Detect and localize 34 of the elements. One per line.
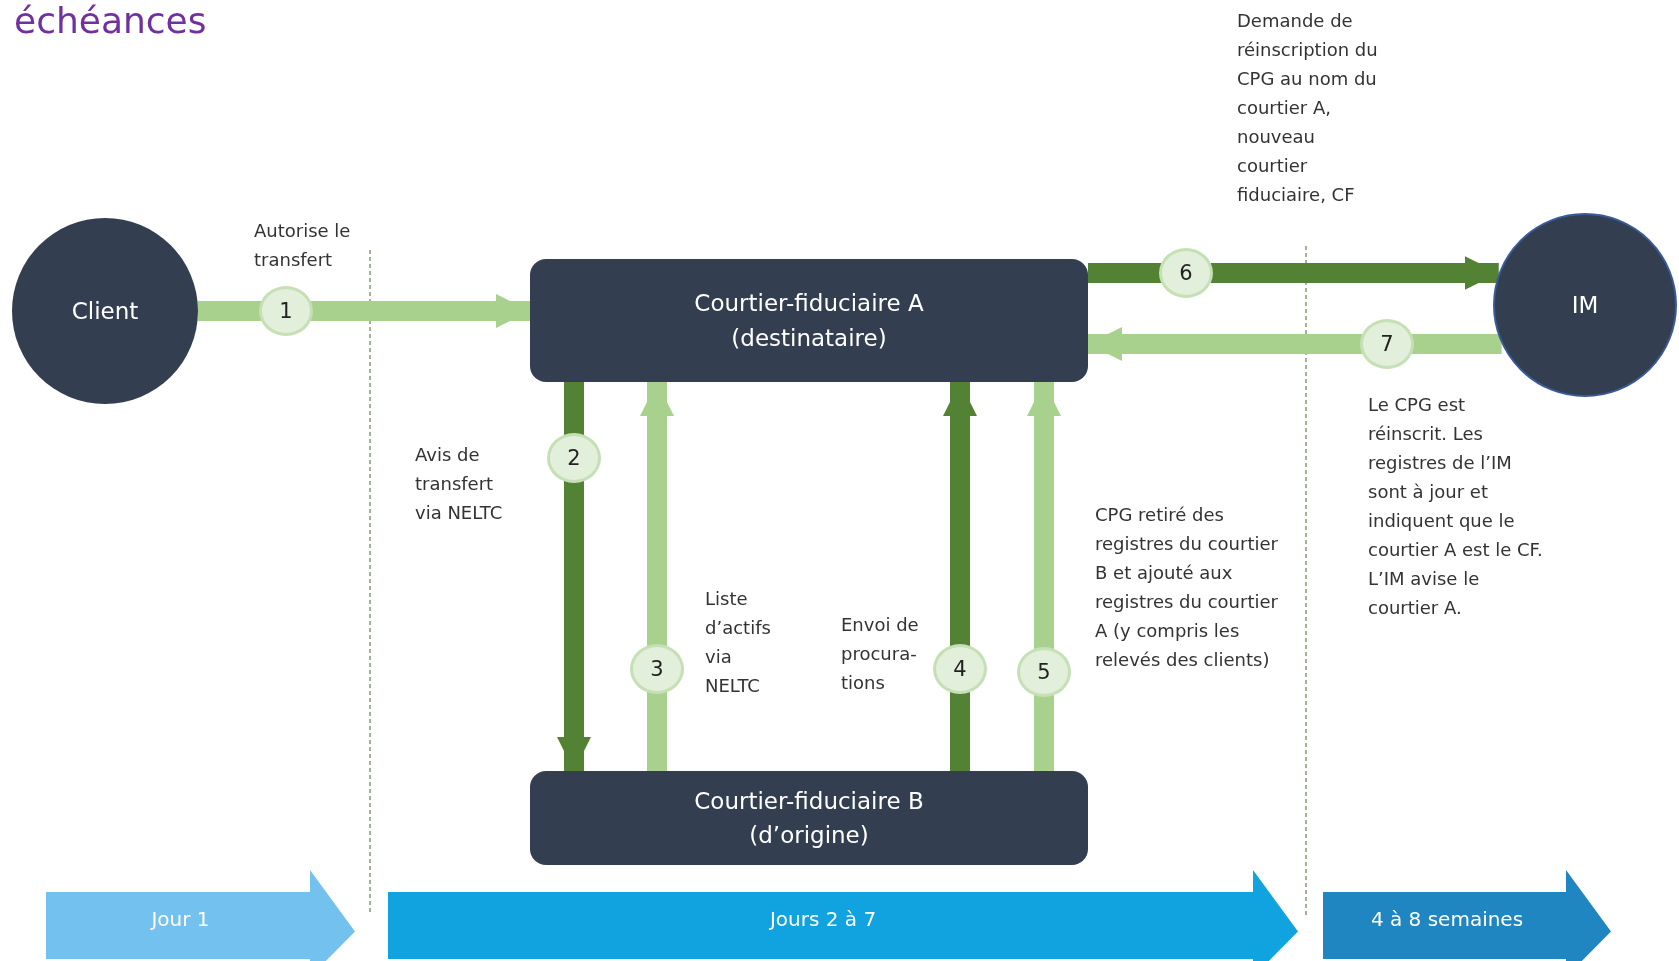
annotation-text: Envoi de procura-tions — [841, 613, 920, 695]
arrow — [1027, 382, 1061, 771]
step-number: 3 — [630, 644, 684, 694]
node-label: Courtier-fiduciaire A (destinataire) — [693, 289, 925, 353]
arrow — [640, 382, 674, 771]
annotation-text: Avis de transfert via NELTC — [415, 443, 504, 525]
timeline-band — [46, 870, 355, 961]
arrow — [1088, 327, 1502, 361]
node-label: Courtier-fiduciaire B (d’origine) — [693, 786, 925, 850]
timeline-band — [388, 870, 1298, 961]
annotation-text: CPG retiré des registres du courtier B et ajouté aux registres du courtier A (y compris les relevés des clients) — [1095, 503, 1279, 672]
annotation-text: Autorise le transfert — [254, 219, 352, 272]
node-label: 4 à 8 semaines — [1370, 906, 1524, 933]
step-number: 4 — [933, 644, 987, 694]
step-number: 1 — [259, 286, 313, 336]
step-number: 6 — [1159, 248, 1213, 298]
step-number: 5 — [1017, 647, 1071, 697]
timeline-band — [1323, 870, 1611, 961]
process-box — [530, 259, 1088, 382]
step-number: 2 — [547, 433, 601, 483]
node-label: Client — [71, 296, 139, 326]
node-label: Jour 1 — [151, 906, 210, 933]
node-label: Jours 2 à 7 — [769, 906, 877, 933]
annotation-text: Demande de réinscription du CPG au nom du courtier A, nouveau courtier fiduciaire, CF — [1237, 9, 1379, 207]
annotation-text: Liste d’actifs via NELTC — [705, 587, 772, 698]
arrow — [557, 382, 591, 771]
arrow — [1088, 256, 1499, 290]
step-number: 7 — [1360, 319, 1414, 369]
node-label: IM — [1571, 290, 1599, 320]
arrow — [198, 294, 530, 328]
process-box — [530, 771, 1088, 865]
arrow — [943, 382, 977, 771]
annotation-text: Le CPG est réinscrit. Les registres de l’IM sont à jour et indiquent que le courtier A est le CF. L’IM avise le courtier A. — [1368, 393, 1543, 620]
title: échéances — [14, 0, 207, 41]
